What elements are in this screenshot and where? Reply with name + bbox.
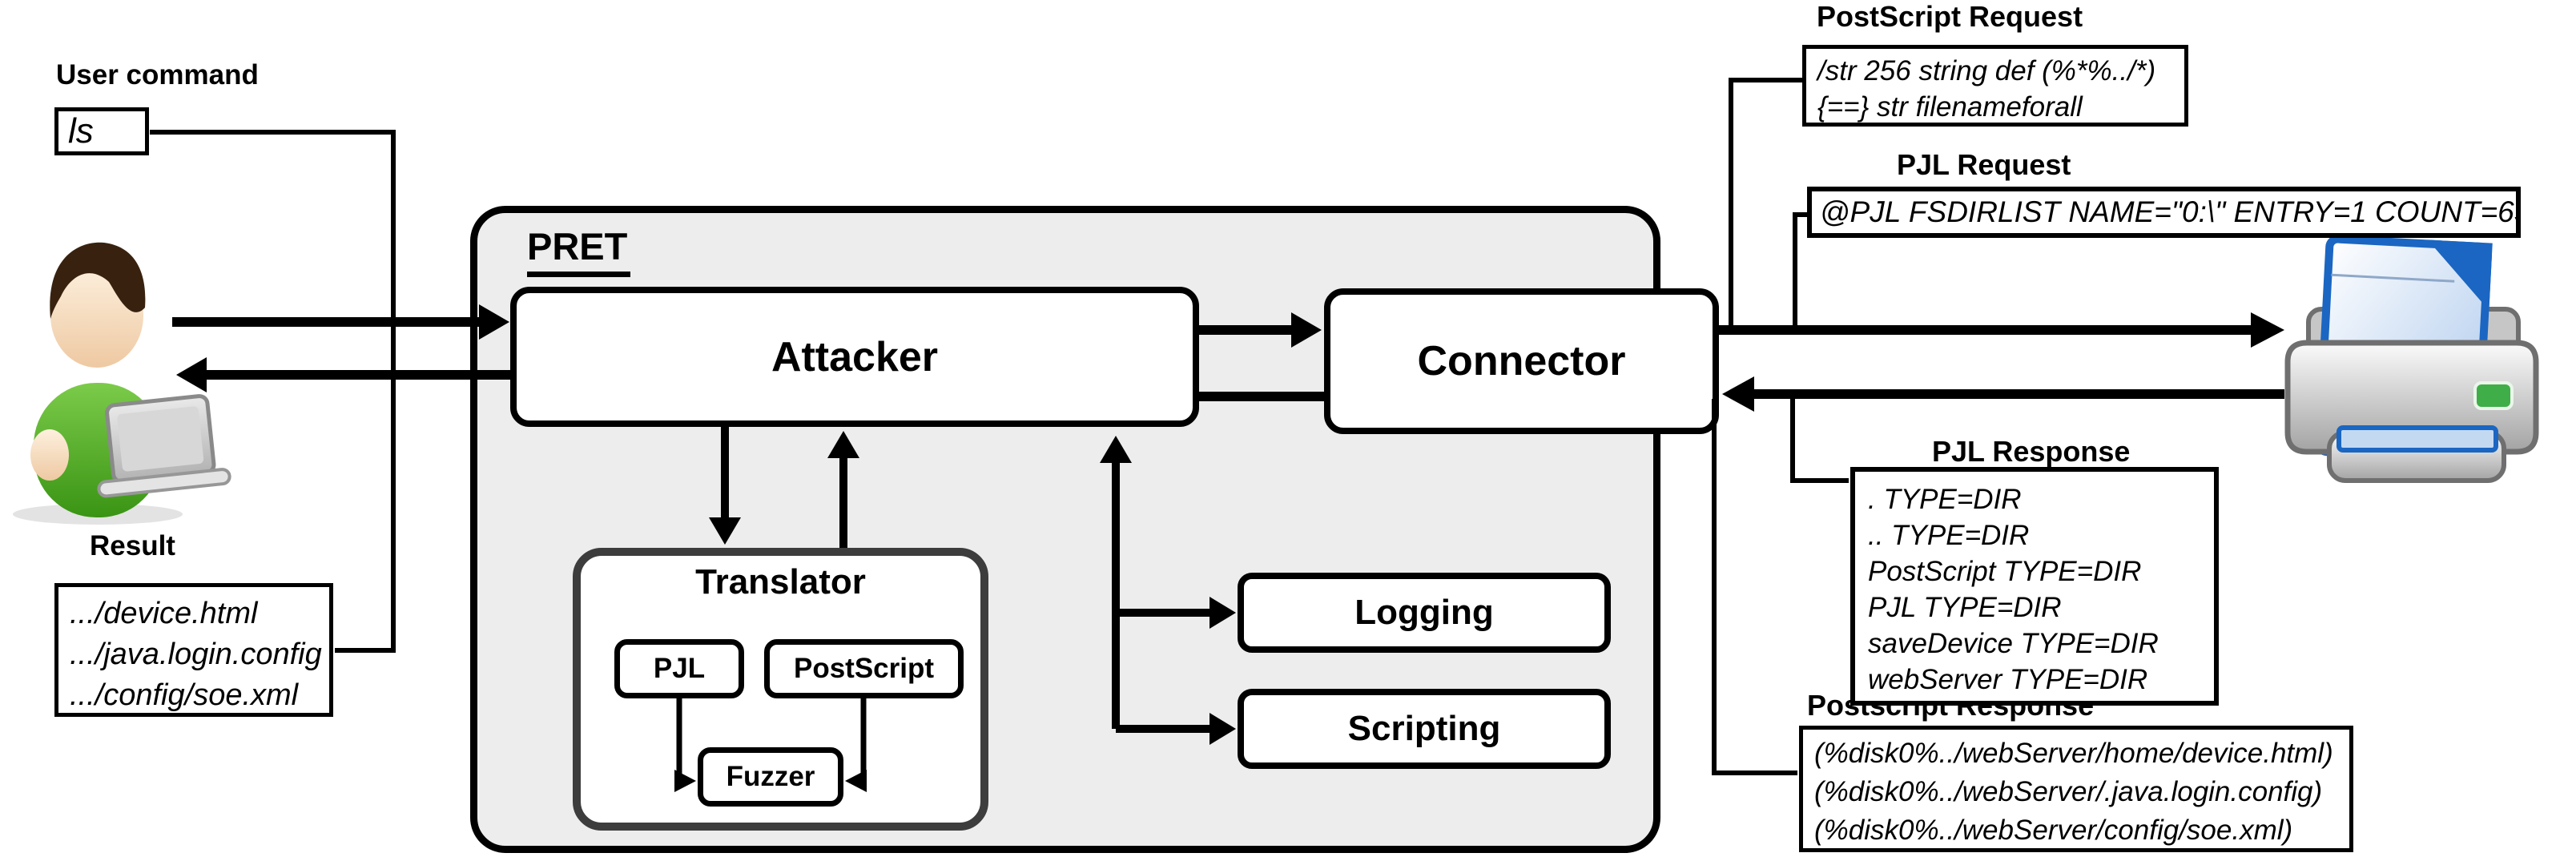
printer-led — [2473, 381, 2514, 410]
connector-to-printer-arrowhead — [2251, 312, 2284, 348]
person-with-laptop-icon — [13, 242, 231, 525]
code-line: .. TYPE=DIR — [1868, 520, 2030, 551]
pret-title: PRET — [527, 224, 631, 277]
result-box: .../device.html .../java.login.config .../… — [54, 583, 333, 717]
result-line: .../device.html — [70, 597, 258, 630]
person-shadow — [13, 504, 183, 525]
pjl-request-title: PJL Request — [1897, 148, 2071, 181]
code-line: (%disk0%../webServer/config/soe.xml) — [1814, 815, 2293, 846]
postscript-request-connector-line — [1729, 78, 1802, 325]
postscript-response-connector-line — [1712, 399, 1797, 775]
person-hand — [30, 429, 69, 481]
code-line: . TYPE=DIR — [1868, 484, 2022, 515]
code-line: (%disk0%../webServer/home/device.html) — [1814, 738, 2333, 769]
pjl-label: PJL — [653, 653, 706, 684]
code-line: (%disk0%../webServer/.java.login.config) — [1814, 776, 2323, 807]
result-line: .../java.login.config — [70, 638, 322, 671]
pjl-response-title: PJL Response — [1932, 435, 2131, 468]
pjl-node: PJL — [614, 639, 744, 698]
user-io-bracket-line — [150, 130, 396, 653]
scripting-node: Scripting — [1238, 689, 1611, 769]
logging-label: Logging — [1354, 593, 1494, 632]
printer-icon — [2284, 235, 2539, 483]
connector-node: Connector — [1324, 288, 1719, 434]
printer-to-connector-arrowhead — [1722, 376, 1754, 412]
code-line: PJL TYPE=DIR — [1868, 592, 2062, 623]
code-line: {==} str filenameforall — [1817, 91, 2083, 123]
person-head — [50, 264, 143, 368]
fuzzer-node: Fuzzer — [698, 747, 843, 807]
logging-node: Logging — [1238, 573, 1611, 653]
postscript-response-box: (%disk0%../webServer/home/device.html) (%… — [1799, 726, 2353, 852]
pjl-request-box: @PJL FSDIRLIST NAME="0:\" ENTRY=1 COUNT=… — [1807, 187, 2521, 238]
code-line: @PJL FSDIRLIST NAME="0:\" ENTRY=1 COUNT=… — [1820, 195, 2521, 228]
connector-label: Connector — [1417, 338, 1626, 384]
user-command-box: ls — [54, 107, 149, 155]
code-line: saveDevice TYPE=DIR — [1868, 628, 2159, 659]
pjl-response-box: . TYPE=DIR .. TYPE=DIR PostScript TYPE=DIR… — [1850, 467, 2219, 706]
user-command-label: User command — [56, 59, 259, 91]
laptop — [97, 394, 231, 498]
fuzzer-label: Fuzzer — [726, 761, 815, 792]
user-command-value: ls — [68, 111, 94, 151]
pjl-response-connector-line — [1790, 399, 1849, 483]
postscript-request-box: /str 256 string def (%*%../*) {==} str fi… — [1802, 45, 2188, 127]
code-line: /str 256 string def (%*%../*) — [1817, 55, 2156, 87]
printer-tray — [2327, 430, 2506, 483]
pjl-request-connector-line — [1793, 212, 1807, 325]
postscript-label: PostScript — [793, 653, 935, 684]
attacker-label: Attacker — [771, 333, 939, 380]
person-hair — [50, 242, 146, 319]
printer-body — [2284, 340, 2539, 455]
person-body — [34, 383, 162, 517]
translator-label: Translator — [695, 562, 866, 602]
result-label: Result — [90, 530, 175, 561]
code-line: webServer TYPE=DIR — [1868, 664, 2148, 695]
result-line: .../config/soe.xml — [70, 678, 299, 712]
postscript-node: PostScript — [764, 639, 964, 698]
scripting-label: Scripting — [1347, 709, 1501, 748]
code-line: PostScript TYPE=DIR — [1868, 556, 2142, 587]
pret-to-user-arrowhead — [176, 357, 207, 392]
printer-top-flange — [2306, 307, 2521, 369]
attacker-node: Attacker — [510, 287, 1199, 427]
printer-paper — [2315, 235, 2493, 464]
printer-tray-sheet — [2337, 425, 2498, 453]
postscript-request-title: PostScript Request — [1817, 0, 2083, 33]
